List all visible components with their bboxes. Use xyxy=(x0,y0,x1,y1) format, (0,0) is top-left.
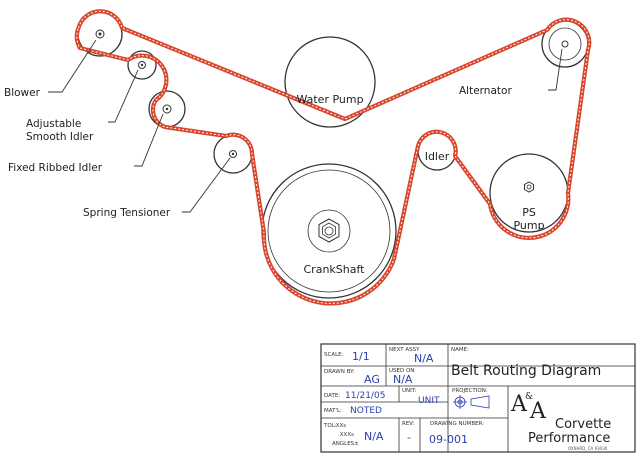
logo-ampersand: & xyxy=(525,392,533,402)
tb-drawing-number-value: 09-001 xyxy=(429,433,468,446)
projection-symbol-icon xyxy=(453,395,490,409)
tb-used-on-value: N/A xyxy=(393,373,413,386)
tb-rev-label: REV: xyxy=(402,421,415,427)
tb-tol-xx: .XXs xyxy=(334,423,346,429)
label-water-pump: Water Pump xyxy=(296,93,363,106)
tb-date-value: 11/21/05 xyxy=(345,391,385,401)
tb-matl-label: MAT'L: xyxy=(324,408,342,414)
label-ps-pump-line2: Pump xyxy=(513,219,544,232)
title-block: SCALE: 1/1 NEXT ASSY N/A NAME: Belt Rout… xyxy=(320,343,636,453)
label-spring-tensioner: Spring Tensioner xyxy=(83,207,171,219)
crankshaft-pulley xyxy=(261,163,397,299)
logo-letter-a1: A xyxy=(510,392,528,417)
tb-drawing-number-label: DRAWING NUMBER: xyxy=(430,421,484,427)
label-ps-pump-line1: PS xyxy=(522,206,536,219)
tb-unit-value: UNIT xyxy=(418,396,440,406)
leader-adjustable-idler xyxy=(108,69,139,123)
tb-name-label: NAME: xyxy=(451,347,469,353)
label-idler: Idler xyxy=(425,150,450,163)
label-fixed-ribbed-idler: Fixed Ribbed Idler xyxy=(8,162,103,174)
water-pump-pulley xyxy=(284,36,376,128)
tb-matl-value: NOTED xyxy=(350,406,382,416)
tb-next-assy-value: N/A xyxy=(414,352,434,365)
tb-drawn-by-value: AG xyxy=(364,373,380,386)
tb-used-on-label: USED ON xyxy=(389,368,414,374)
tb-tol-angles: ANGLES± xyxy=(332,441,359,447)
tb-drawn-by-label: DRAWN BY: xyxy=(324,369,355,375)
tb-scale-label: SCALE: xyxy=(324,352,344,358)
leader-lines xyxy=(48,39,563,213)
label-adjustable-line1: Adjustable xyxy=(26,118,81,130)
logo-letter-a2: A xyxy=(529,399,547,424)
tb-rev-value: - xyxy=(407,431,411,444)
tb-next-assy-label: NEXT ASSY xyxy=(389,347,420,353)
tb-unit-label: UNIT: xyxy=(402,388,417,394)
leader-spring-tensioner xyxy=(182,157,231,213)
tb-date-label: DATE: xyxy=(324,393,340,399)
tb-tol-label: TOL: xyxy=(323,423,337,429)
tb-company-address: OXNARD, CA 93030 xyxy=(568,446,608,451)
leader-fixed-idler xyxy=(134,113,164,167)
label-crankshaft: CrankShaft xyxy=(304,263,366,276)
adjustable-smooth-idler-pulley xyxy=(127,50,157,80)
leader-alternator xyxy=(548,48,563,91)
company-logo: A & A xyxy=(510,392,547,424)
label-adjustable-line2: Smooth Idler xyxy=(26,131,94,143)
tb-tol-value: N/A xyxy=(364,430,384,443)
tb-company-line1: Corvette xyxy=(555,417,611,432)
tb-scale-value: 1/1 xyxy=(352,350,370,363)
serpentine-belt xyxy=(74,9,592,306)
tb-company-line2: Performance xyxy=(528,431,610,446)
tb-title: Belt Routing Diagram xyxy=(451,363,601,379)
label-blower: Blower xyxy=(4,87,41,99)
tb-projection-label: PROJECTION: xyxy=(452,388,488,394)
tb-tol-xxx: .XXXs xyxy=(338,432,354,438)
leader-blower xyxy=(48,39,97,93)
label-alternator: Alternator xyxy=(459,85,512,97)
